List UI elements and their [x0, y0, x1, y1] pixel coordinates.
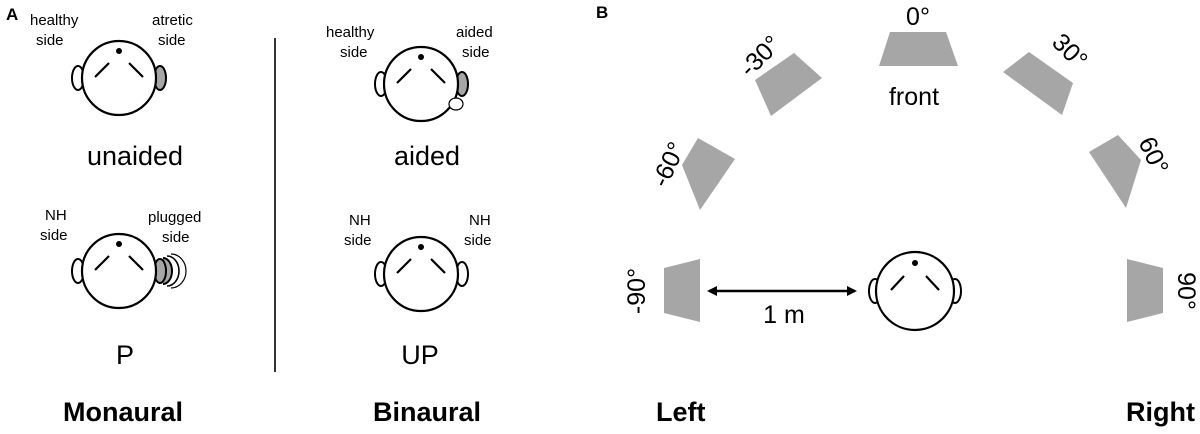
speaker-icon [755, 53, 822, 116]
plugged-left-label-line1: NH [45, 207, 67, 224]
speaker-90: 90° [1127, 259, 1200, 322]
monaural-heading: Monaural [63, 397, 183, 427]
unaided-left-label-line2: side [36, 32, 64, 49]
speaker-icon [879, 32, 958, 66]
plugged-left-label-line2: side [40, 227, 68, 244]
unaided-left-label-line1: healthy [30, 12, 79, 29]
speaker-minus-90: -90° [623, 259, 700, 322]
aided-caption: aided [394, 141, 460, 171]
ear-plug-icon [153, 253, 187, 289]
aided-right-label-line1: aided [456, 24, 493, 41]
speaker-0: 0° front [879, 3, 958, 111]
head-icon [71, 39, 167, 117]
aided-right-label-line2: side [462, 44, 490, 61]
aided-group: healthy side aided side aided [326, 24, 493, 171]
plugged-right-label-line1: plugged [148, 209, 201, 226]
speaker-icon [1089, 135, 1141, 208]
aided-left-label-line1: healthy [326, 24, 375, 41]
speaker-icon [1127, 259, 1163, 322]
listener-head-icon [868, 250, 962, 332]
panel-b-label: B [596, 3, 608, 22]
head-icon [374, 235, 469, 313]
speaker-icon [1003, 52, 1073, 115]
hearing-aid-icon [448, 97, 464, 111]
distance-label: 1 m [763, 301, 805, 329]
speaker-minus-60: -60° [646, 138, 735, 210]
left-heading: Left [656, 397, 706, 427]
unplugged-right-label-line1: NH [469, 212, 491, 229]
unaided-right-label-line1: atretic [152, 12, 193, 29]
unplugged-left-label-line2: side [344, 232, 372, 249]
head-icon [71, 232, 187, 310]
speaker-icon [664, 259, 700, 322]
speaker-minus-30: -30° [734, 30, 822, 116]
unplugged-right-label-line2: side [464, 232, 492, 249]
speaker-angle-30: 30° [1046, 28, 1093, 75]
plugged-group: NH side plugged side P [40, 207, 201, 370]
aided-left-label-line2: side [340, 44, 368, 61]
unplugged-group: NH side NH side UP [344, 212, 492, 370]
plugged-caption: P [116, 340, 134, 370]
speaker-angle-minus-90: -90° [623, 268, 651, 314]
speaker-angle-90: 90° [1172, 272, 1200, 310]
speaker-icon [682, 138, 735, 210]
unplugged-left-label-line1: NH [349, 212, 371, 229]
front-label: front [889, 83, 939, 111]
panel-a-label: A [6, 5, 18, 24]
speaker-60: 60° [1089, 133, 1174, 208]
speaker-30: 30° [1003, 28, 1093, 115]
head-icon [374, 45, 469, 123]
right-heading: Right [1126, 397, 1195, 427]
unaided-right-label-line2: side [158, 32, 186, 49]
plugged-right-label-line2: side [162, 229, 190, 246]
unaided-caption: unaided [87, 141, 183, 171]
speaker-angle-0: 0° [906, 3, 930, 31]
speaker-angle-60: 60° [1133, 133, 1174, 179]
unplugged-caption: UP [401, 340, 439, 370]
unaided-group: healthy side atretic side unaided [30, 12, 193, 171]
binaural-heading: Binaural [373, 397, 481, 427]
